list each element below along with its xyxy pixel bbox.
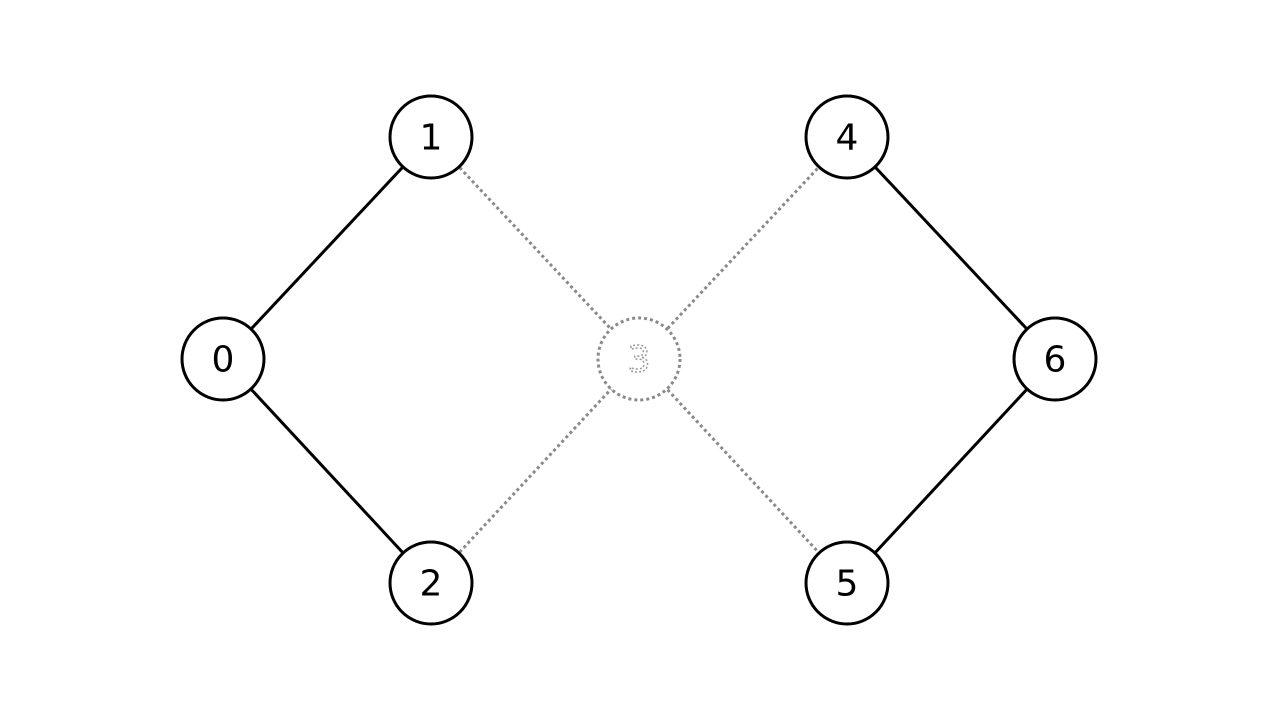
edge-4-6 — [845, 135, 1057, 361]
node-label-3: 3 — [628, 340, 651, 381]
node-4: 4 — [804, 94, 890, 180]
node-circle-3 — [596, 316, 682, 402]
edge-3-5 — [637, 357, 849, 585]
edge-2-3 — [429, 357, 641, 585]
node-circle-5 — [804, 540, 890, 626]
edges-layer — [221, 135, 1057, 585]
node-5: 5 — [804, 540, 890, 626]
node-label-0: 0 — [212, 340, 235, 381]
node-label-1: 1 — [420, 118, 443, 159]
edge-3-4 — [637, 135, 849, 361]
nodes-layer: 0 1 2 3 4 5 6 — [180, 94, 1098, 626]
node-circle-4 — [804, 94, 890, 180]
node-1: 1 — [388, 94, 474, 180]
edge-0-2 — [221, 357, 433, 585]
node-label-6: 6 — [1044, 340, 1067, 381]
node-circle-2 — [388, 540, 474, 626]
node-2: 2 — [388, 540, 474, 626]
node-0: 0 — [180, 316, 266, 402]
node-label-4: 4 — [836, 118, 859, 159]
edge-5-6 — [845, 357, 1057, 585]
node-circle-1 — [388, 94, 474, 180]
edge-1-3 — [429, 135, 641, 361]
node-6: 6 — [1012, 316, 1098, 402]
node-circle-6 — [1012, 316, 1098, 402]
node-label-5: 5 — [836, 564, 859, 605]
node-label-2: 2 — [420, 564, 443, 605]
edge-0-1 — [221, 135, 433, 361]
node-circle-0 — [180, 316, 266, 402]
node-3: 3 — [596, 316, 682, 402]
